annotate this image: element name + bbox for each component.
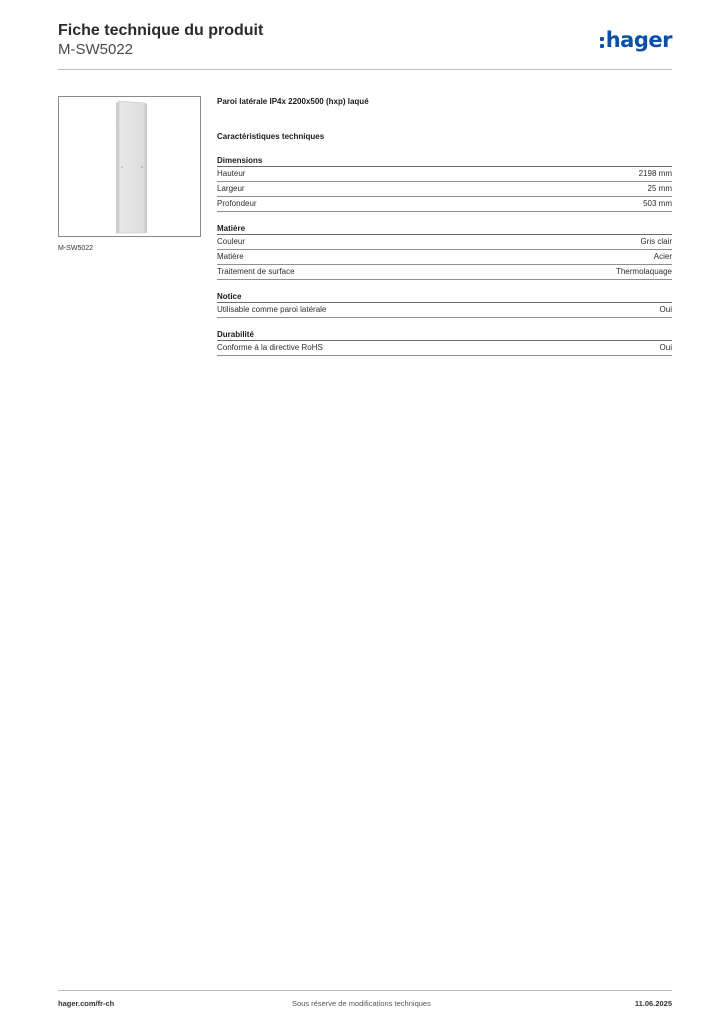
page-header: Fiche technique du produit M-SW5022 hage…: [58, 22, 673, 70]
spec-value: Oui: [659, 305, 672, 314]
spec-row: Utilisable comme paroi latérale Oui: [217, 303, 672, 318]
spec-value: Thermolaquage: [615, 267, 672, 276]
specs-heading: Caractéristiques techniques: [217, 132, 325, 141]
group-title: Durabilité: [217, 329, 672, 341]
spec-row: Hauteur 2198 mm: [217, 167, 672, 182]
spec-value: Oui: [659, 343, 672, 352]
group-title: Notice: [217, 291, 672, 303]
group-title: Dimensions: [217, 155, 672, 167]
spec-group-material: Matière Couleur Gris clair Matière Acier…: [217, 223, 672, 280]
spec-label: Profondeur: [217, 199, 257, 208]
product-name: Paroi latérale IP4x 2200x500 (hxp) laqué: [217, 97, 369, 106]
page-footer: hager.com/fr-ch Sous réserve de modifica…: [58, 990, 672, 1008]
spec-value: Acier: [653, 252, 672, 261]
spec-row: Traitement de surface Thermolaquage: [217, 265, 672, 280]
spec-value: 503 mm: [643, 199, 672, 208]
spec-row: Profondeur 503 mm: [217, 197, 672, 212]
spec-group-notice: Notice Utilisable comme paroi latérale O…: [217, 291, 672, 318]
spec-row: Conforme à la directive RoHS Oui: [217, 341, 672, 356]
spec-value: Gris clair: [640, 237, 672, 246]
logo-dots-icon: [599, 36, 604, 48]
spec-label: Largeur: [217, 184, 245, 193]
spec-row: Matière Acier: [217, 250, 672, 265]
spec-value: 2198 mm: [638, 169, 672, 178]
website-link[interactable]: hager.com/fr-ch: [58, 999, 115, 1008]
spec-label: Conforme à la directive RoHS: [217, 343, 323, 352]
spec-value: 25 mm: [647, 184, 672, 193]
spec-label: Couleur: [217, 237, 246, 246]
hager-logo: hager: [599, 28, 673, 52]
spec-label: Utilisable comme paroi latérale: [217, 305, 327, 314]
image-caption: M-SW5022: [58, 245, 94, 252]
group-title: Matière: [217, 223, 672, 235]
product-image: [58, 96, 201, 237]
spec-label: Matière: [217, 252, 244, 261]
document-date: 11.06.2025: [634, 999, 672, 1008]
document-title: Fiche technique du produit: [58, 22, 264, 39]
spec-row: Couleur Gris clair: [217, 235, 672, 250]
product-reference: M-SW5022: [58, 41, 134, 58]
specs-content: Paroi latérale IP4x 2200x500 (hxp) laqué…: [217, 96, 672, 367]
side-panel-image: [116, 100, 147, 234]
disclaimer: Sous réserve de modifications techniques: [292, 999, 431, 1008]
spec-group-durability: Durabilité Conforme à la directive RoHS …: [217, 329, 672, 356]
logo-text: hager: [605, 28, 673, 52]
spec-label: Traitement de surface: [217, 267, 295, 276]
spec-group-dimensions: Dimensions Hauteur 2198 mm Largeur 25 mm…: [217, 155, 672, 212]
spec-label: Hauteur: [217, 169, 246, 178]
spec-row: Largeur 25 mm: [217, 182, 672, 197]
